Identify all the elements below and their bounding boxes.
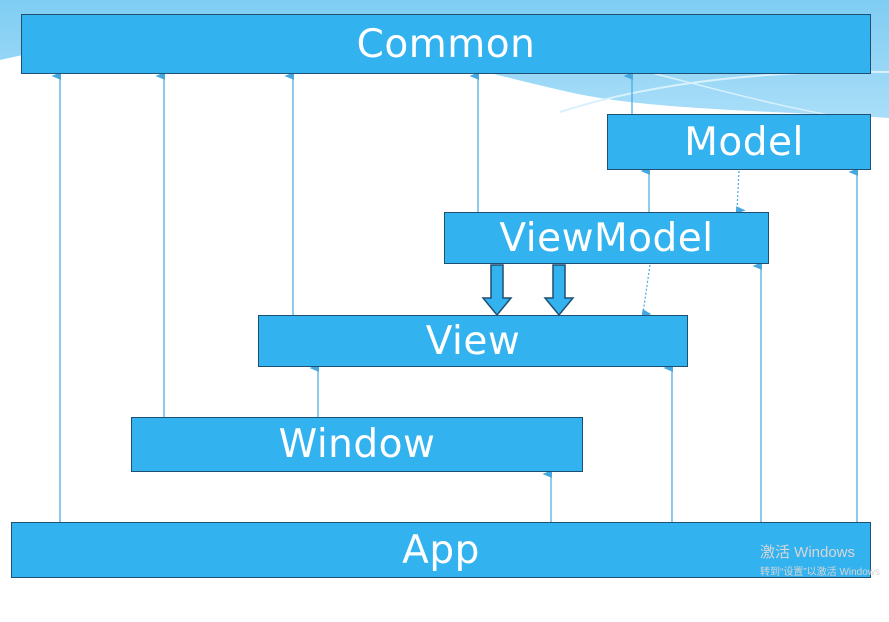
window-box: Window [131,417,583,472]
watermark-line1: 激活 Windows [760,544,856,561]
common-box: Common [21,14,871,74]
model-label: Model [684,119,804,165]
viewmodel-box: ViewModel [444,212,769,264]
activation-watermark-subtitle: 转到“设置”以激活 Windows [760,563,889,578]
app-label: App [402,527,480,573]
window-label: Window [278,422,436,467]
view-label: View [425,318,521,364]
viewmodel-label: ViewModel [499,215,714,261]
app-box: App [11,522,871,578]
model-box: Model [607,114,871,170]
watermark-line2: 转到“设置”以激活 Windows [760,567,881,578]
activation-watermark-title: 激活 Windows [760,541,855,562]
view-box: View [258,315,688,367]
common-label: Common [356,21,536,67]
